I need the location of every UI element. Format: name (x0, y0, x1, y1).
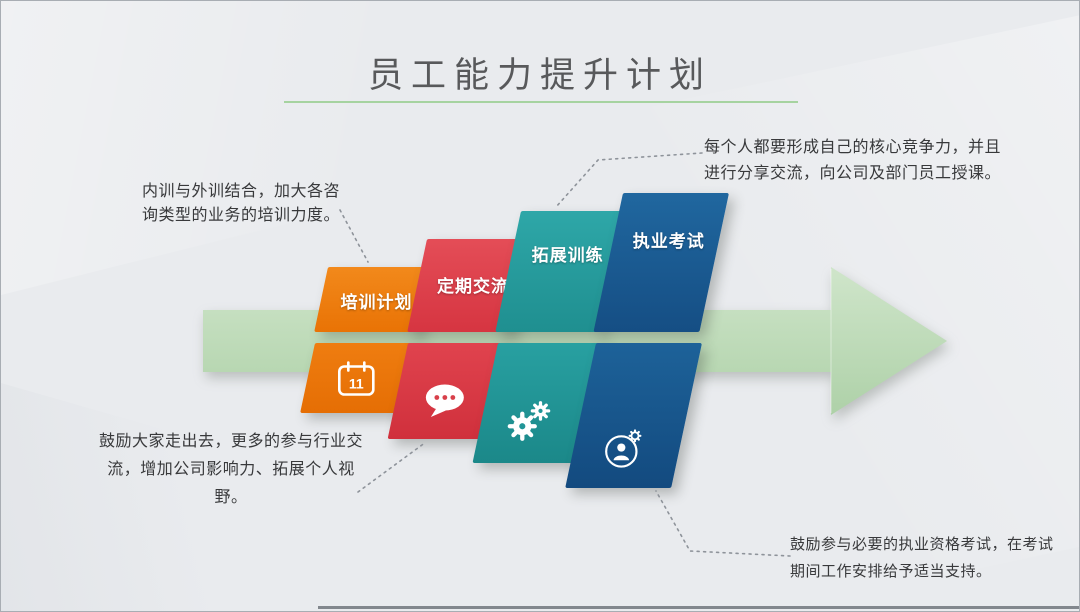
annotation-bottom-left: 鼓励大家走出去，更多的参与行业交 流，增加公司影响力、拓展个人视 野。 (83, 428, 379, 512)
annotation-top-left: 内训与外训结合，加大各咨 询类型的业务的培训力度。 (127, 180, 355, 228)
annotation-line: 内训与外训结合，加大各咨 (141, 183, 340, 200)
annotation-line: 期间工作安排给予适当支持。 (790, 564, 992, 580)
step-label: 执业考试 (632, 232, 705, 251)
annotation-line: 鼓励参与必要的执业资格考试，在考试 (790, 537, 1054, 553)
title-underline (284, 101, 798, 103)
calendar-day-number: 11 (349, 376, 364, 392)
annotation-line: 进行分享交流，向公司及部门员工授课。 (704, 165, 1002, 182)
connector-bottom-right (655, 490, 791, 557)
person-gear-badge-icon (569, 428, 675, 471)
annotation-top-right: 每个人都要形成自己的核心竞争力，并且 进行分享交流，向公司及部门员工授课。 (704, 135, 1034, 187)
annotation-line: 每个人都要形成自己的核心竞争力，并且 (704, 139, 1002, 156)
annotation-bottom-right: 鼓励参与必要的执业资格考试，在考试 期间工作安排给予适当支持。 (790, 532, 1058, 586)
annotation-line: 流，增加公司影响力、拓展个人视 (107, 461, 355, 478)
annotation-line: 野。 (214, 489, 248, 506)
annotation-line: 询类型的业务的培训力度。 (141, 207, 340, 224)
annotation-line: 鼓励大家走出去，更多的参与行业交 (98, 433, 363, 450)
bottom-edge-line (318, 606, 1079, 609)
step-label: 拓展训练 (531, 246, 604, 265)
step-professional-exam-icon-panel (565, 343, 702, 488)
page-title: 员工能力提升计划 (367, 56, 712, 95)
gears-icon (477, 399, 583, 442)
